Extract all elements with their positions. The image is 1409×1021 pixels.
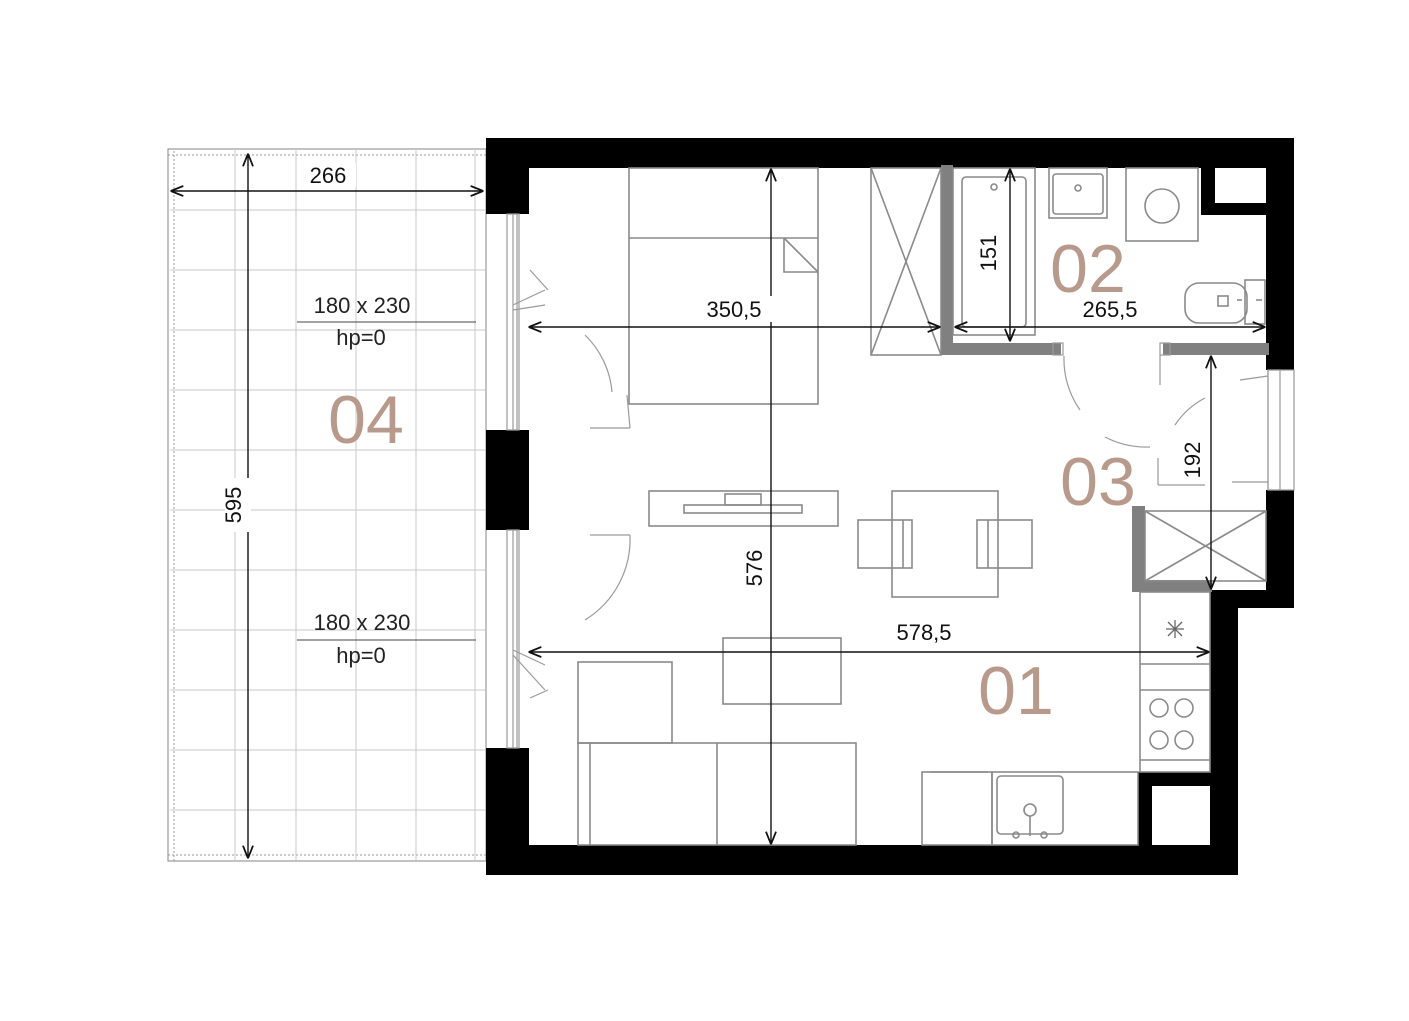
tv-stand-icon bbox=[648, 490, 839, 527]
kitchen-counter bbox=[1139, 591, 1211, 773]
partitions bbox=[941, 165, 1269, 592]
room-label-03: 03 bbox=[1060, 444, 1136, 520]
coffee-table-icon bbox=[722, 637, 842, 705]
dim-bedroom-width: 350,5 bbox=[706, 297, 761, 322]
sofa-icon bbox=[577, 742, 857, 846]
window-hp-1: hp=0 bbox=[336, 325, 386, 350]
window-size-2: 180 x 230 bbox=[314, 610, 411, 635]
room-label-01: 01 bbox=[978, 653, 1054, 729]
toilet-icon bbox=[1184, 279, 1266, 325]
bed-icon bbox=[628, 167, 819, 405]
dining-table-icon bbox=[857, 490, 1033, 598]
dim-total-width: 578,5 bbox=[896, 620, 951, 645]
terrace-grid bbox=[170, 150, 485, 860]
room-label-04: 04 bbox=[328, 382, 404, 458]
washing-machine-icon bbox=[1125, 167, 1199, 242]
kitchen-sink-icon bbox=[991, 771, 1139, 846]
dim-hall-height: 192 bbox=[1180, 442, 1205, 479]
room-label-02: 02 bbox=[1050, 231, 1126, 307]
hall-door bbox=[1157, 369, 1295, 491]
stove-icon bbox=[1149, 698, 1194, 750]
dim-terrace-width: 266 bbox=[310, 163, 347, 188]
dim-room-height: 576 bbox=[742, 550, 767, 587]
sink-icon bbox=[1048, 167, 1108, 219]
terrace bbox=[167, 148, 487, 862]
dim-bath-height: 151 bbox=[976, 235, 1001, 272]
walls bbox=[486, 138, 1294, 875]
armchair-icon bbox=[577, 661, 673, 744]
window-hp-2: hp=0 bbox=[336, 643, 386, 668]
window-label-1: 180 x 230 hp=0 bbox=[297, 293, 476, 350]
dim-terrace-length: 595 bbox=[221, 487, 246, 524]
terrace-doors bbox=[506, 213, 631, 749]
bathroom-door bbox=[1052, 342, 1171, 448]
terrace-outline bbox=[167, 148, 487, 862]
fridge-icon bbox=[921, 771, 993, 846]
window-size-1: 180 x 230 bbox=[314, 293, 411, 318]
dim-bath-width: 265,5 bbox=[1082, 297, 1137, 322]
window-label-2: 180 x 230 hp=0 bbox=[297, 610, 476, 668]
closet-icon bbox=[1144, 510, 1267, 582]
fan-icon bbox=[1166, 620, 1184, 638]
